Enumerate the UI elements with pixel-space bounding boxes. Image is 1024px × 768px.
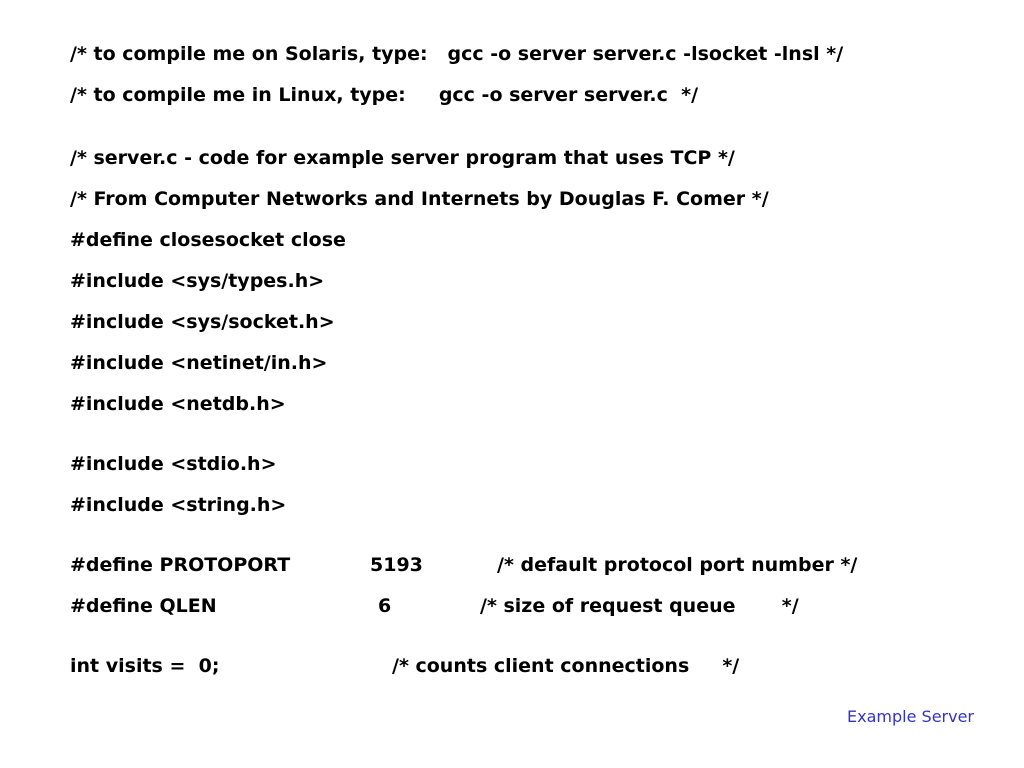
protoport-directive: #define PROTOPORT: [70, 554, 291, 576]
include-netdb: #include <netdb.h>: [70, 393, 286, 415]
slide-footer-title: Example Server: [847, 707, 974, 726]
qlen-value: 6: [378, 595, 392, 617]
source-credit-comment: /* From Computer Networks and Internets …: [70, 188, 769, 210]
visits-declaration-line: int visits = 0; /* counts client connect…: [70, 654, 910, 678]
compile-solaris-comment: /* to compile me on Solaris, type: gcc -…: [70, 43, 844, 65]
include-netinet-in: #include <netinet/in.h>: [70, 352, 328, 374]
define-protoport-line: #define PROTOPORT 5193 /* default protoc…: [70, 553, 910, 577]
include-string: #include <string.h>: [70, 494, 287, 516]
define-closesocket: #define closesocket close: [70, 229, 346, 251]
qlen-directive: #define QLEN: [70, 595, 217, 617]
include-sys-socket: #include <sys/socket.h>: [70, 311, 335, 333]
protoport-comment: /* default protocol port number */: [497, 554, 858, 576]
compile-linux-comment: /* to compile me in Linux, type: gcc -o …: [70, 84, 699, 106]
visits-declaration: int visits = 0;: [70, 655, 220, 677]
qlen-comment: /* size of request queue */: [480, 595, 799, 617]
visits-comment: /* counts client connections */: [392, 655, 740, 677]
include-sys-types: #include <sys/types.h>: [70, 270, 325, 292]
define-qlen-line: #define QLEN 6 /* size of request queue …: [70, 594, 910, 618]
include-stdio: #include <stdio.h>: [70, 453, 277, 475]
protoport-value: 5193: [370, 554, 423, 576]
program-description-comment: /* server.c - code for example server pr…: [70, 147, 735, 169]
